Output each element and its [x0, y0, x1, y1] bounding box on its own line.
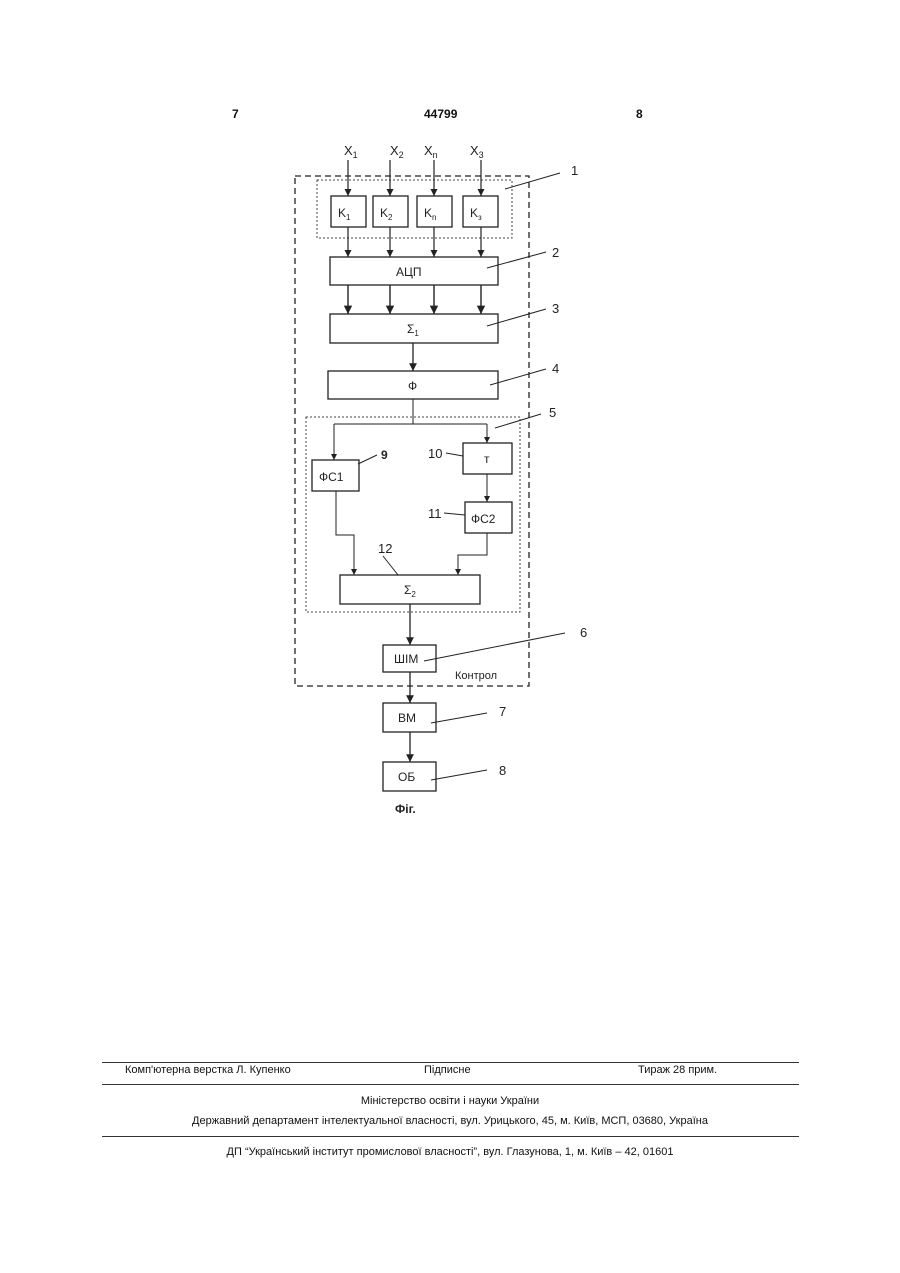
svg-text:X2: X2 — [390, 143, 404, 160]
fs2-label: ФС2 — [471, 512, 496, 526]
callout-10: 10 — [428, 446, 442, 461]
sensor-kn — [417, 196, 452, 227]
svg-text:X1: X1 — [344, 143, 358, 160]
callout-2: 2 — [552, 245, 559, 260]
svg-text:Xn: Xn — [424, 143, 438, 160]
callout-4: 4 — [552, 361, 559, 376]
input-x2: X2 — [390, 143, 404, 160]
control-unit-boundary — [295, 176, 529, 686]
callout-6: 6 — [580, 625, 587, 640]
t-label: т — [484, 452, 490, 466]
footer-layout-credit: Комп'ютерна верстка Л. Купенко — [125, 1064, 291, 1076]
vm-label: ВМ — [398, 711, 416, 725]
footer-rule-top — [102, 1062, 799, 1063]
input-xn: Xn — [424, 143, 438, 160]
footer-ministry: Міністерство освіти і науки України — [0, 1095, 900, 1107]
input-x3: X3 — [470, 143, 484, 160]
callout-12: 12 — [378, 541, 392, 556]
callout-5: 5 — [549, 405, 556, 420]
callout-8: 8 — [499, 763, 506, 778]
figure-caption: Фіг. — [395, 802, 416, 816]
callout-3: 3 — [552, 301, 559, 316]
callout-1: 1 — [571, 163, 578, 178]
footer-circulation: Тираж 28 прим. — [638, 1064, 717, 1076]
callout-7: 7 — [499, 704, 506, 719]
sensor-k2 — [373, 196, 408, 227]
block-diagram: X1 X2 Xn X3 K1 K2 Kn Kз АЦП Σ1 Ф ФС1 — [0, 0, 900, 860]
footer-institute: ДП “Український інститут промислової вла… — [0, 1146, 900, 1158]
adc-label: АЦП — [396, 265, 422, 279]
footer-rule-middle — [102, 1084, 799, 1085]
footer-signed: Підписне — [424, 1064, 471, 1076]
callout-11: 11 — [428, 506, 442, 521]
footer-department: Державний департамент інтелектуальної вл… — [0, 1115, 900, 1127]
svg-text:X3: X3 — [470, 143, 484, 160]
pwm-label: ШІМ — [394, 652, 418, 666]
footer-rule-bottom — [102, 1136, 799, 1137]
input-x1: X1 — [344, 143, 358, 160]
filter-label: Ф — [408, 379, 417, 393]
sensor-k1 — [331, 196, 366, 227]
callout-9: 9 — [381, 448, 388, 462]
fs1-label: ФС1 — [319, 470, 344, 484]
sensor-k3 — [463, 196, 498, 227]
control-label: Контрол — [455, 670, 497, 682]
ob-label: ОБ — [398, 770, 415, 784]
